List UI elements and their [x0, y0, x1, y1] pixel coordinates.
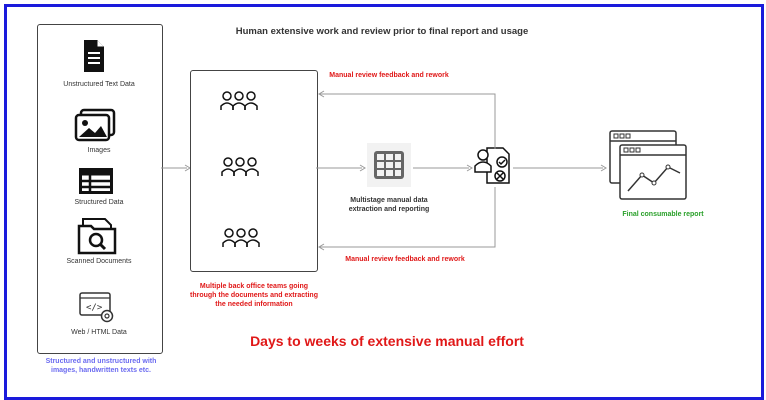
- source-label-web: Web / HTML Data: [71, 329, 127, 336]
- web-code-icon: </>: [79, 292, 114, 323]
- reviewer-icon: [474, 147, 510, 184]
- source-label-scanned: Scanned Documents: [66, 258, 132, 265]
- images-icon: [74, 108, 116, 142]
- people-group-icon: [220, 91, 258, 110]
- report-dashboard-icon: [609, 130, 687, 200]
- spreadsheet-grid-icon: [367, 143, 411, 187]
- feedback-loop-bottom: [318, 187, 496, 251]
- arrow-teams-to-extraction: [316, 164, 366, 172]
- source-label-unstructured: Unstructured Text Data: [63, 81, 135, 88]
- diagram-frame: Human extensive work and review prior to…: [4, 4, 764, 400]
- sources-caption: Structured and unstructured with images,…: [45, 358, 157, 374]
- people-group-icon: [222, 228, 260, 247]
- back-office-teams-box: [190, 70, 318, 272]
- extraction-label: Multistage manual data extraction and re…: [348, 197, 430, 213]
- effort-banner: Days to weeks of extensive manual effort: [250, 333, 524, 349]
- data-sources-box: [37, 24, 163, 354]
- final-report-label: Final consumable report: [622, 211, 704, 218]
- feedback-loop-top: [318, 90, 496, 149]
- arrow-extraction-to-reviewer: [413, 164, 473, 172]
- top-title: Human extensive work and review prior to…: [235, 26, 529, 37]
- scanned-folder-icon: [77, 218, 117, 255]
- teams-caption: Multiple back office teams going through…: [190, 283, 318, 308]
- feedback-label-top: Manual review feedback and rework: [329, 72, 449, 79]
- table-icon: [79, 168, 113, 194]
- arrow-sources-to-teams: [161, 164, 191, 172]
- source-label-images: Images: [87, 147, 111, 154]
- document-icon: [84, 40, 104, 72]
- svg-text:</>: </>: [86, 303, 103, 313]
- arrow-reviewer-to-report: [513, 164, 607, 172]
- people-group-icon: [221, 157, 259, 176]
- source-label-structured: Structured Data: [74, 199, 124, 206]
- feedback-label-bottom: Manual review feedback and rework: [345, 256, 465, 263]
